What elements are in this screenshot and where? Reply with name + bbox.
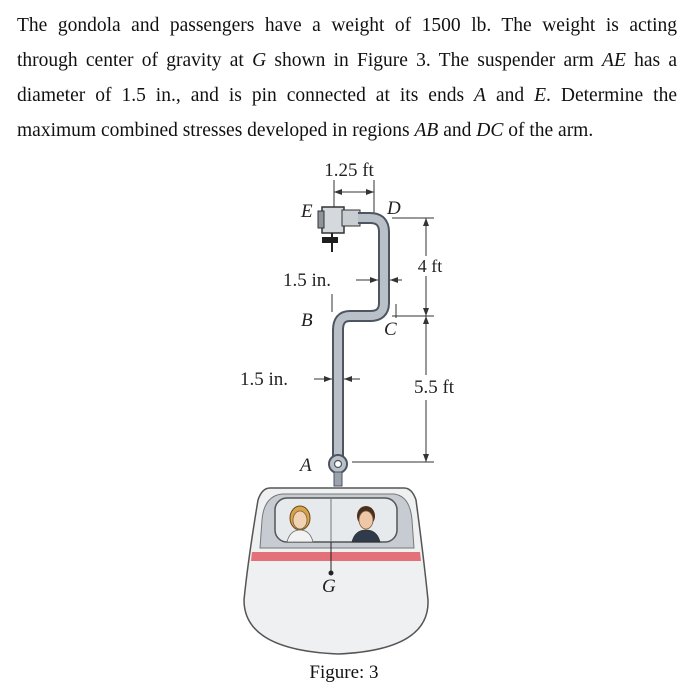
dimension-4ft-label: 4 ft bbox=[418, 256, 443, 276]
problem-line-2: through center of gravity at G shown in … bbox=[17, 50, 677, 71]
diameter-label-upper: 1.5 in. bbox=[283, 270, 331, 291]
diameter-label-lower: 1.5 in. bbox=[240, 369, 288, 390]
point-label-a: A bbox=[298, 455, 312, 476]
pin-a bbox=[328, 454, 348, 487]
figure-caption: Figure: 3 bbox=[309, 662, 379, 683]
suspender-arm bbox=[332, 212, 390, 462]
problem-statement: The gondola and passengers have a weight… bbox=[17, 8, 677, 148]
dimension-right bbox=[352, 217, 434, 463]
passenger-right-icon bbox=[351, 506, 381, 543]
point-label-e: E bbox=[300, 201, 313, 222]
problem-line-1: The gondola and passengers have a weight… bbox=[17, 15, 677, 36]
point-label-c: C bbox=[384, 319, 397, 340]
diameter-dimension-lower bbox=[314, 376, 360, 382]
diameter-dimension-upper bbox=[356, 277, 402, 283]
dimension-5-5ft-label: 5.5 ft bbox=[414, 377, 455, 398]
dimension-top-label: 1.25 ft bbox=[324, 160, 374, 181]
point-label-d: D bbox=[386, 198, 401, 219]
passenger-left-icon bbox=[286, 505, 314, 543]
problem-line-4: maximum combined stresses developed in r… bbox=[17, 120, 594, 141]
point-label-b: B bbox=[301, 310, 313, 331]
top-fitting bbox=[317, 206, 361, 252]
problem-line-3: diameter of 1.5 in., and is pin connecte… bbox=[17, 85, 677, 106]
point-label-g: G bbox=[322, 576, 336, 597]
gondola-cabin bbox=[243, 487, 429, 655]
